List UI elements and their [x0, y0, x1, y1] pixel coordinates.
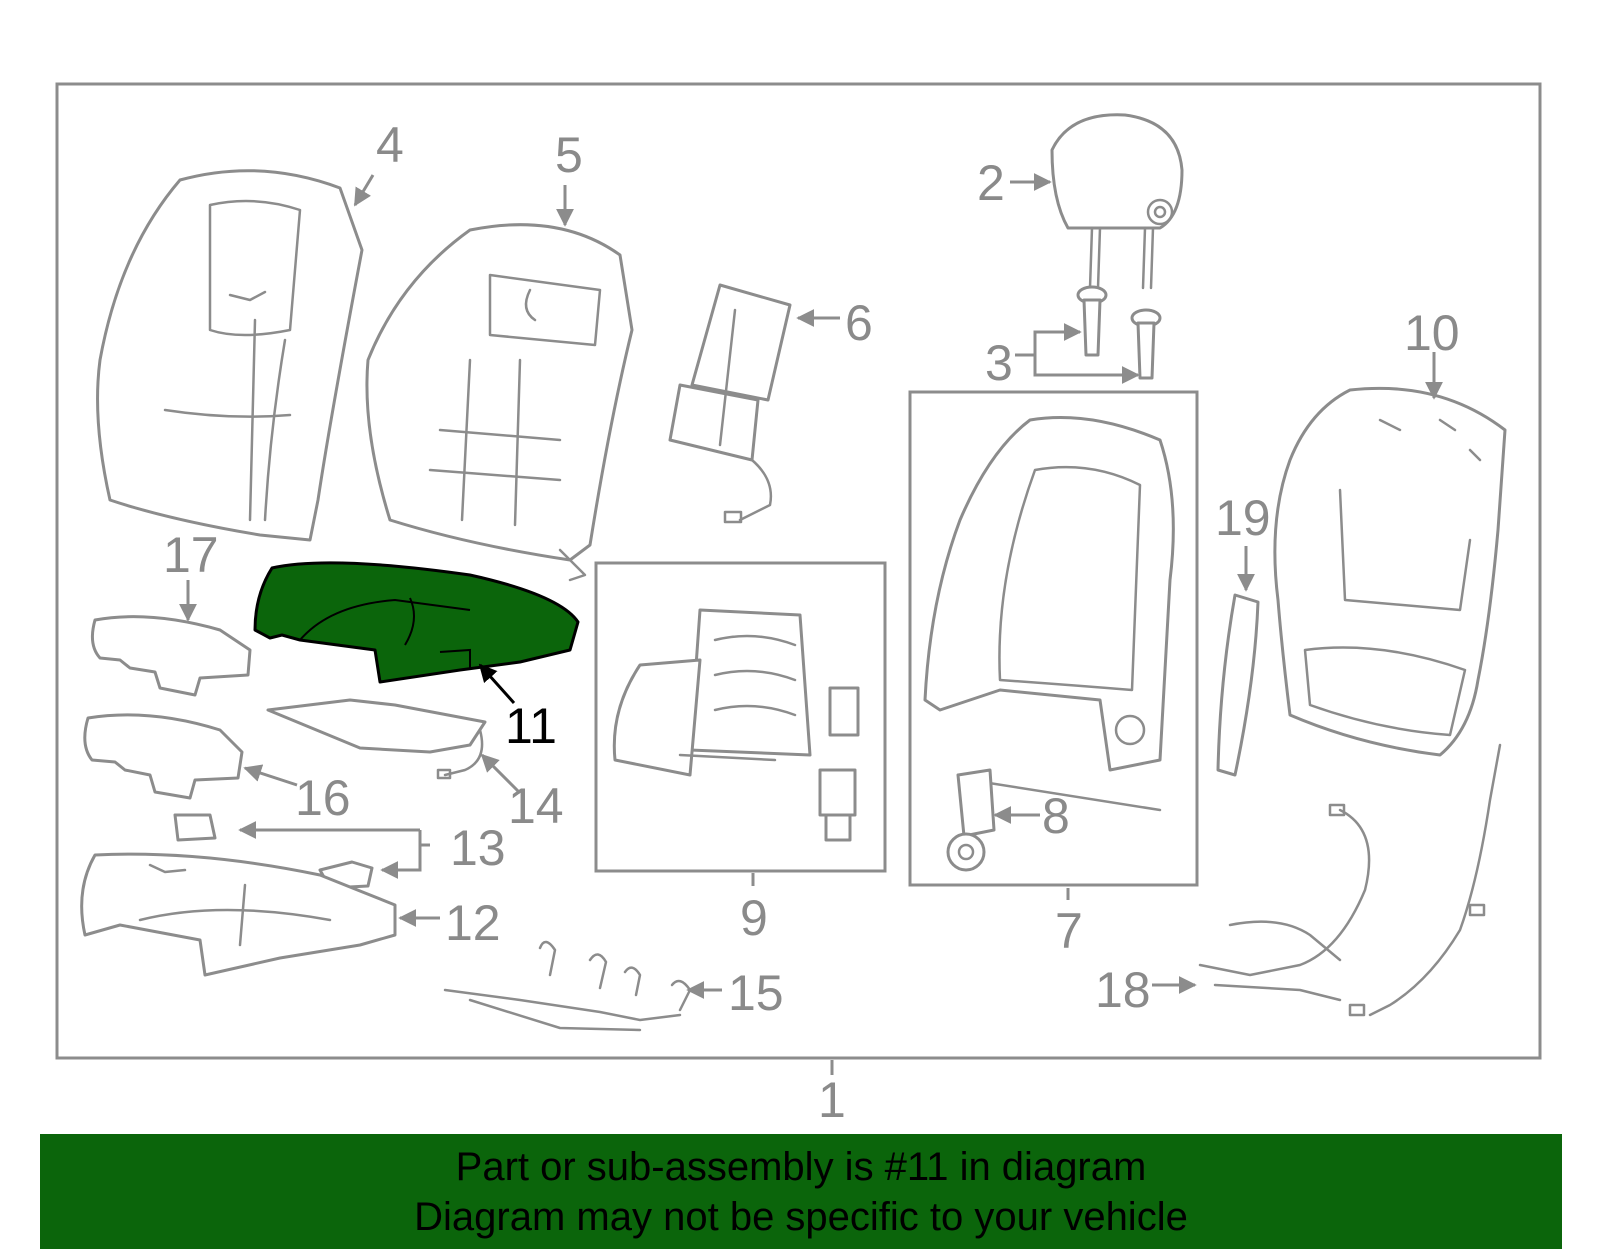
part-14-heater-element[interactable]	[266, 698, 487, 780]
diagram-frame	[55, 82, 1542, 1060]
banner-line-2: Diagram may not be specific to your vehi…	[414, 1195, 1188, 1239]
part-18-wire-harness[interactable]	[1198, 743, 1502, 1017]
callout-12: 12	[445, 895, 501, 951]
part-3-headrest-guides[interactable]	[1076, 285, 1162, 380]
part-17-bolster-pad[interactable]	[90, 615, 252, 697]
part-15-wire-harness[interactable]	[443, 940, 692, 1032]
info-banner: Part or sub-assembly is #11 in diagram D…	[40, 1134, 1562, 1249]
seat-parts-diagram: 4 5 2 6 3 10 19 17 11 16 14 8 13 9 12 7 …	[55, 82, 1542, 1128]
callout-15: 15	[728, 965, 784, 1021]
callout-14: 14	[508, 778, 564, 834]
part-7-seat-back-frame[interactable]	[923, 416, 1175, 812]
part-9-cushion-frame[interactable]	[612, 608, 860, 842]
callout-10: 10	[1404, 305, 1460, 361]
part-16-bolster-pad[interactable]	[83, 713, 244, 800]
callout-5: 5	[555, 127, 583, 183]
part-8-motor[interactable]	[946, 768, 996, 872]
part-4-seat-back-cover[interactable]	[96, 169, 364, 542]
part-5-seat-back-pad[interactable]	[365, 223, 634, 582]
callout-9: 9	[740, 890, 768, 946]
callout-16: 16	[295, 770, 351, 826]
subassembly-box-9	[594, 561, 887, 873]
callout-11: 11	[505, 698, 557, 754]
part-2-headrest[interactable]	[1050, 113, 1184, 290]
callout-1: 1	[818, 1072, 846, 1128]
callout-8: 8	[1042, 788, 1070, 844]
part-12-cushion-pan[interactable]	[80, 852, 397, 977]
callout-13: 13	[450, 820, 506, 876]
callout-17: 17	[163, 527, 219, 583]
part-10-back-panel[interactable]	[1273, 386, 1507, 757]
callout-18: 18	[1095, 962, 1151, 1018]
callout-2: 2	[977, 155, 1005, 211]
callout-4: 4	[376, 117, 404, 173]
part-6-heater-pad[interactable]	[668, 283, 792, 524]
callout-3: 3	[985, 335, 1013, 391]
part-19-side-trim[interactable]	[1216, 593, 1260, 777]
callout-6: 6	[845, 295, 873, 351]
callout-7: 7	[1055, 903, 1083, 959]
subassembly-box-7	[908, 390, 1199, 887]
callout-19: 19	[1215, 490, 1271, 546]
part-11-seat-cushion-pad[interactable]	[253, 561, 580, 684]
banner-line-1: Part or sub-assembly is #11 in diagram	[455, 1145, 1147, 1189]
